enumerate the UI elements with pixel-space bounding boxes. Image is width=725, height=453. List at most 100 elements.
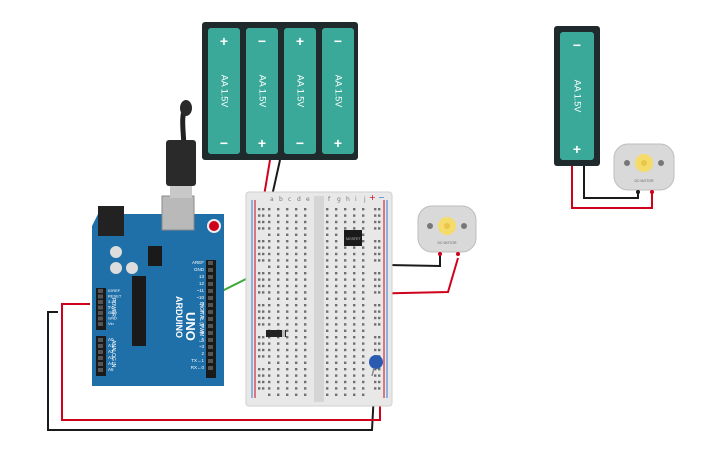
breadboard-hole[interactable]	[304, 393, 307, 396]
rail-hole[interactable]	[378, 310, 381, 313]
breadboard-hole[interactable]	[335, 259, 338, 262]
breadboard-hole[interactable]	[362, 291, 365, 294]
breadboard-hole[interactable]	[335, 342, 338, 345]
breadboard-hole[interactable]	[344, 336, 347, 339]
breadboard-hole[interactable]	[344, 355, 347, 358]
breadboard-hole[interactable]	[304, 208, 307, 211]
breadboard-hole[interactable]	[344, 393, 347, 396]
breadboard-hole[interactable]	[335, 265, 338, 268]
breadboard-hole[interactable]	[353, 355, 356, 358]
breadboard-hole[interactable]	[304, 342, 307, 345]
breadboard-hole[interactable]	[295, 214, 298, 217]
breadboard-hole[interactable]	[304, 291, 307, 294]
breadboard-hole[interactable]	[286, 272, 289, 275]
breadboard-hole[interactable]	[295, 323, 298, 326]
breadboard-hole[interactable]	[304, 259, 307, 262]
breadboard-hole[interactable]	[277, 284, 280, 288]
rail-hole[interactable]	[262, 316, 265, 320]
breadboard-hole[interactable]	[268, 233, 271, 236]
breadboard-hole[interactable]	[304, 361, 307, 364]
breadboard-hole[interactable]	[335, 252, 338, 256]
breadboard-hole[interactable]	[353, 342, 356, 345]
breadboard-hole[interactable]	[286, 355, 289, 358]
breadboard-hole[interactable]	[344, 252, 347, 256]
breadboard-hole[interactable]	[353, 393, 356, 396]
breadboard-hole[interactable]	[344, 297, 347, 300]
rail-hole[interactable]	[374, 272, 377, 275]
breadboard-hole[interactable]	[304, 374, 307, 377]
breadboard-hole[interactable]	[326, 208, 329, 211]
breadboard-hole[interactable]	[286, 284, 289, 288]
breadboard-hole[interactable]	[344, 208, 347, 211]
rail-hole[interactable]	[378, 284, 381, 288]
breadboard-hole[interactable]	[362, 297, 365, 300]
breadboard-hole[interactable]	[304, 329, 307, 332]
rail-hole[interactable]	[378, 368, 381, 371]
rail-hole[interactable]	[258, 214, 261, 217]
breadboard-hole[interactable]	[326, 284, 329, 288]
breadboard-hole[interactable]	[344, 361, 347, 364]
breadboard-hole[interactable]	[277, 265, 280, 268]
breadboard-hole[interactable]	[277, 342, 280, 345]
rail-hole[interactable]	[374, 252, 377, 256]
breadboard-hole[interactable]	[304, 246, 307, 249]
breadboard-hole[interactable]	[295, 393, 298, 396]
breadboard-hole[interactable]	[295, 348, 298, 352]
breadboard-hole[interactable]	[295, 291, 298, 294]
rail-hole[interactable]	[374, 374, 377, 377]
rail-hole[interactable]	[258, 387, 261, 390]
breadboard-hole[interactable]	[344, 316, 347, 320]
breadboard-hole[interactable]	[344, 304, 347, 307]
breadboard-hole[interactable]	[286, 214, 289, 217]
breadboard-hole[interactable]	[286, 265, 289, 268]
breadboard-hole[interactable]	[286, 304, 289, 307]
rail-hole[interactable]	[258, 246, 261, 249]
rail-hole[interactable]	[378, 387, 381, 390]
breadboard-hole[interactable]	[268, 374, 271, 377]
rail-hole[interactable]	[378, 323, 381, 326]
breadboard-hole[interactable]	[295, 272, 298, 275]
breadboard-hole[interactable]	[362, 342, 365, 345]
rail-hole[interactable]	[262, 310, 265, 313]
breadboard-hole[interactable]	[335, 329, 338, 332]
breadboard-hole[interactable]	[326, 310, 329, 313]
arduino-uno[interactable]: ARDUINO UNO DIGITAL (PWM ~) POWER ANALOG…	[92, 195, 224, 386]
breadboard-hole[interactable]	[286, 368, 289, 371]
breadboard-hole[interactable]	[362, 252, 365, 256]
rail-hole[interactable]	[258, 355, 261, 358]
breadboard-hole[interactable]	[353, 316, 356, 320]
breadboard-hole[interactable]	[295, 368, 298, 371]
rail-hole[interactable]	[262, 220, 265, 224]
breadboard-hole[interactable]	[362, 393, 365, 396]
breadboard-hole[interactable]	[304, 316, 307, 320]
rail-hole[interactable]	[262, 380, 265, 384]
breadboard-hole[interactable]	[268, 348, 271, 352]
breadboard-hole[interactable]	[344, 342, 347, 345]
breadboard-hole[interactable]	[362, 336, 365, 339]
breadboard-hole[interactable]	[295, 252, 298, 256]
rail-hole[interactable]	[262, 323, 265, 326]
header-pin[interactable]	[98, 305, 103, 310]
breadboard-hole[interactable]	[326, 297, 329, 300]
breadboard-hole[interactable]	[304, 380, 307, 384]
breadboard-hole[interactable]	[353, 284, 356, 288]
breadboard-hole[interactable]	[362, 214, 365, 217]
header-pin[interactable]	[98, 322, 103, 326]
breadboard-hole[interactable]	[277, 348, 280, 352]
breadboard-hole[interactable]	[353, 348, 356, 352]
dc-motor-side[interactable]: DC MOTOR	[613, 143, 675, 194]
breadboard-hole[interactable]	[295, 240, 298, 243]
breadboard-hole[interactable]	[353, 310, 356, 313]
breadboard-hole[interactable]	[268, 380, 271, 384]
rail-hole[interactable]	[378, 214, 381, 217]
breadboard-hole[interactable]	[344, 259, 347, 262]
breadboard-hole[interactable]	[268, 387, 271, 390]
reset-button[interactable]	[207, 219, 221, 233]
breadboard-hole[interactable]	[353, 252, 356, 256]
breadboard-hole[interactable]	[344, 278, 347, 281]
breadboard-hole[interactable]	[268, 342, 271, 345]
rail-hole[interactable]	[378, 374, 381, 377]
rail-hole[interactable]	[262, 240, 265, 243]
breadboard-hole[interactable]	[286, 227, 289, 230]
breadboard-hole[interactable]	[326, 272, 329, 275]
